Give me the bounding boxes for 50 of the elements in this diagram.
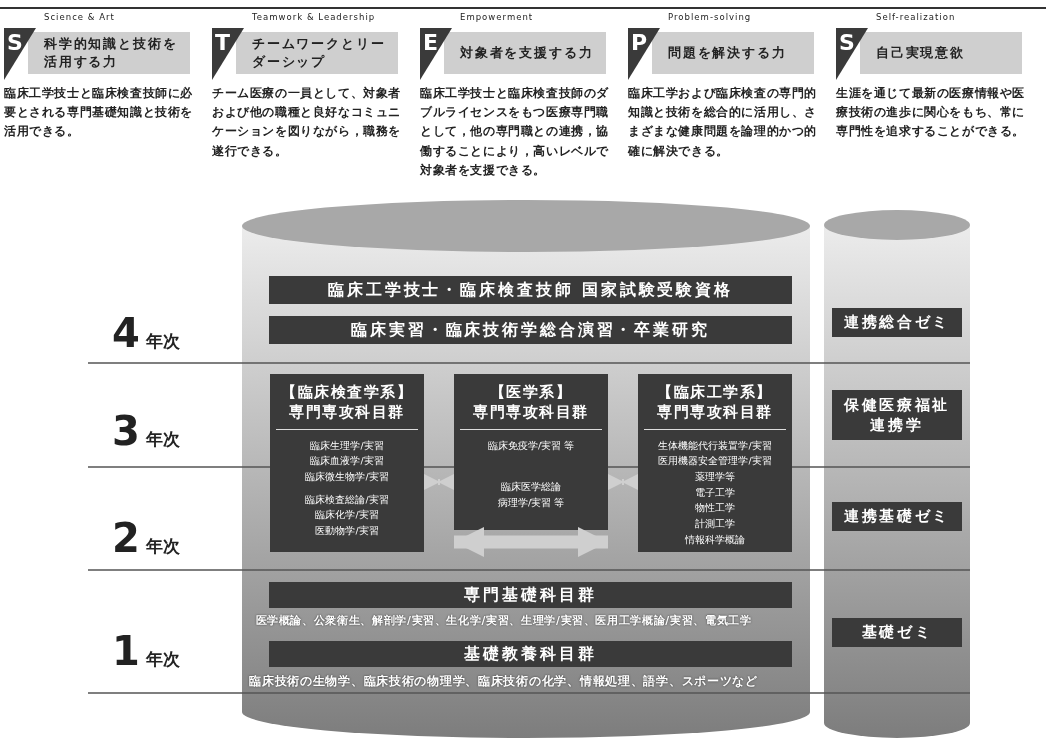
- subject-text: 臨床免疫学/実習 等: [486, 438, 576, 453]
- description-text: チーム医療の一員として、対象者および他の職種と良好なコミュニケーションを図りながら，職務を遂行できる。: [212, 85, 402, 160]
- subject-text: 臨床医学総論: [500, 480, 562, 495]
- course-bar: 保健医療福祉連携学: [832, 390, 962, 440]
- english-subtitle: Self-realization: [876, 12, 956, 22]
- course-bar: 基礎教養科目群: [269, 641, 792, 667]
- english-subtitle: Teamwork & Leadership: [252, 12, 376, 22]
- subject-text: 物性工学: [694, 501, 736, 516]
- subject-text: 医動物学/実習: [314, 523, 380, 538]
- subject-text: 臨床生理学/実習: [309, 438, 385, 453]
- subject-text: 生体機能代行装置学/実習: [657, 438, 773, 453]
- description-text: 臨床工学技士と臨床検査技師に必要とされる専門基礎知識と技術を活用できる。: [4, 85, 194, 141]
- group-heading: 【臨床工学系】専門専攻科目群: [656, 382, 774, 423]
- heading-band: 自己実現意欲: [860, 32, 1022, 74]
- subject-list-text: 臨床技術の生物学、臨床技術の物理学、臨床技術の化学、情報処理、語学、スポーツなど: [248, 673, 759, 690]
- double-arrow: [424, 474, 454, 490]
- description-text: 生涯を通じて最新の医療情報や医療技術の進歩に関心をもち、常に専門性を追求することができる。: [836, 85, 1026, 141]
- subject-text: 電子工学: [694, 485, 736, 500]
- heading-band: 対象者を支援する力: [444, 32, 606, 74]
- subject-text: 情報科学概論: [684, 532, 746, 547]
- subject-text: 臨床検査総論/実習: [304, 492, 390, 507]
- subject-text: 計測工学: [694, 516, 736, 531]
- heading-band: 問題を解決する力: [652, 32, 814, 74]
- double-arrow: [608, 474, 638, 490]
- subject-text: 病理学/実習 等: [496, 495, 566, 510]
- heading-band: 科学的知識と技術を活用する力: [28, 32, 190, 74]
- description-text: 臨床工学および臨床検査の専門的知識と技術を総合的に活用し、さまざまな健康問題を論理的かつ的確に解決できる。: [628, 85, 818, 160]
- english-subtitle: Empowerment: [460, 12, 534, 22]
- course-bar: 基礎ゼミ: [832, 618, 962, 647]
- course-bar: 連携基礎ゼミ: [832, 502, 962, 531]
- description-text: 臨床工学技士と臨床検査技師のダブルライセンスをもつ医療専門職として，他の専門職との連携，協働することにより，高いレベルで対象者を支援できる。: [420, 85, 610, 179]
- course-group-box: [270, 374, 424, 552]
- double-arrow: [454, 527, 608, 557]
- subject-text: 臨床血液学/実習: [309, 454, 385, 469]
- subject-list-text: 医学概論、公衆衛生、解剖学/実習、生化学/実習、生理学/実習、医用工学概論/実習、電気工学: [254, 614, 753, 628]
- course-bar: 連携総合ゼミ: [832, 308, 962, 337]
- subject-text: 薬理学等: [694, 469, 736, 484]
- heading-band: チームワークとリーダーシップ: [236, 32, 398, 74]
- course-group-box: [638, 374, 792, 552]
- course-bar: 臨床工学技士・臨床検査技師 国家試験受験資格: [269, 276, 792, 304]
- group-heading: 【医学系】専門専攻科目群: [472, 382, 590, 423]
- course-group-box: [454, 374, 608, 530]
- subject-text: 臨床化学/実習: [314, 508, 380, 523]
- subject-text: 医用機器安全管理学/実習: [657, 454, 773, 469]
- course-bar: 臨床実習・臨床技術学総合演習・卒業研究: [269, 316, 792, 344]
- course-bar: 専門基礎科目群: [269, 582, 792, 608]
- english-subtitle: Problem-solving: [668, 12, 752, 22]
- english-subtitle: Science & Art: [44, 12, 115, 22]
- group-heading: 【臨床検査学系】専門専攻科目群: [280, 382, 414, 423]
- subject-text: 臨床微生物学/実習: [304, 469, 390, 484]
